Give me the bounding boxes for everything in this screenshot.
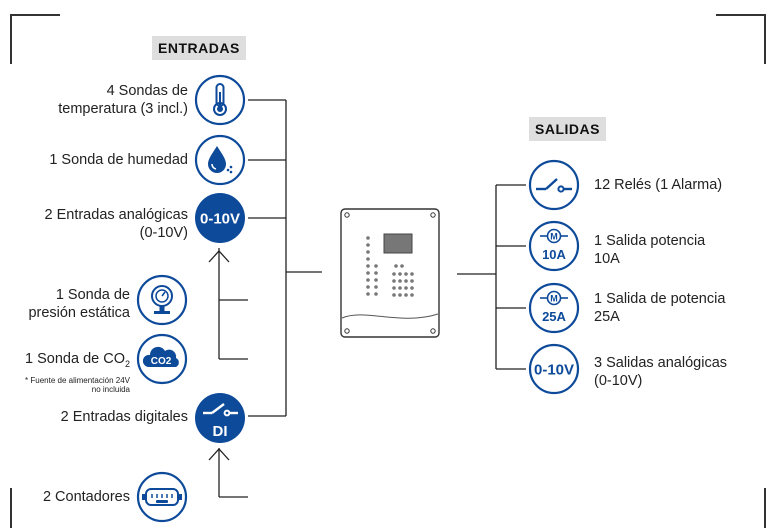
water-drop-icon xyxy=(194,134,246,186)
co2-cloud-icon-text: CO2 xyxy=(151,356,172,367)
input-label-counters: 2 Contadores xyxy=(42,489,130,505)
thermometer-icon xyxy=(194,74,246,126)
output-label-relays: 12 Relés (1 Alarma) xyxy=(594,177,723,193)
relay-switch-icon xyxy=(528,159,580,211)
corner-top-right-h xyxy=(716,14,766,16)
output-label-analog: 3 Salidas analógicas (0-10V) xyxy=(594,355,728,389)
input-label-humidity: 1 Sonda de humedad xyxy=(49,152,188,168)
corner-top-left-h xyxy=(10,14,60,16)
digital-input-icon-text: DI xyxy=(213,423,228,440)
corner-bottom-right-v xyxy=(764,488,766,528)
motor-10a-icon: M 10A xyxy=(528,220,580,272)
outputs-title: SALIDAS xyxy=(529,117,606,141)
co2-cloud-icon: CO2 xyxy=(136,333,188,385)
input-label-temperature: 4 Sondas de temperatura (3 incl.) xyxy=(58,83,188,117)
co2-power-note: * Fuente de alimentación 24V no incluida xyxy=(25,376,130,394)
input-label-digital: 2 Entradas digitales xyxy=(60,409,188,425)
inputs-title: ENTRADAS xyxy=(152,36,246,60)
meter-counter-icon xyxy=(136,471,188,523)
input-label-pressure: 1 Sonda de presión estática xyxy=(28,287,130,321)
motor-10a-text: 10A xyxy=(542,247,566,262)
corner-bottom-left-v xyxy=(10,488,12,528)
controller-unit-icon xyxy=(340,208,440,338)
output-label-power-25a: 1 Salida de potencia 25A xyxy=(594,291,726,325)
analog-output-icon-text: 0-10V xyxy=(534,362,574,379)
input-label-co2: 1 Sonda de CO2 xyxy=(25,351,130,369)
pressure-gauge-icon xyxy=(136,274,188,326)
motor-25a-text: 25A xyxy=(542,309,566,324)
motor-10a-letter: M xyxy=(550,232,558,242)
corner-top-left-v xyxy=(10,14,12,64)
output-label-power-10a: 1 Salida potencia 10A xyxy=(594,233,706,267)
motor-25a-letter: M xyxy=(550,294,558,304)
analog-0-10v-icon: 0-10V xyxy=(194,192,246,244)
analog-0-10v-icon-text: 0-10V xyxy=(200,211,240,228)
analog-output-0-10v-icon: 0-10V xyxy=(528,343,580,395)
digital-input-switch-icon: DI xyxy=(194,392,246,444)
input-label-analog: 2 Entradas analógicas (0-10V) xyxy=(44,207,189,241)
motor-25a-icon: M 25A xyxy=(528,282,580,334)
corner-top-right-v xyxy=(764,14,766,64)
